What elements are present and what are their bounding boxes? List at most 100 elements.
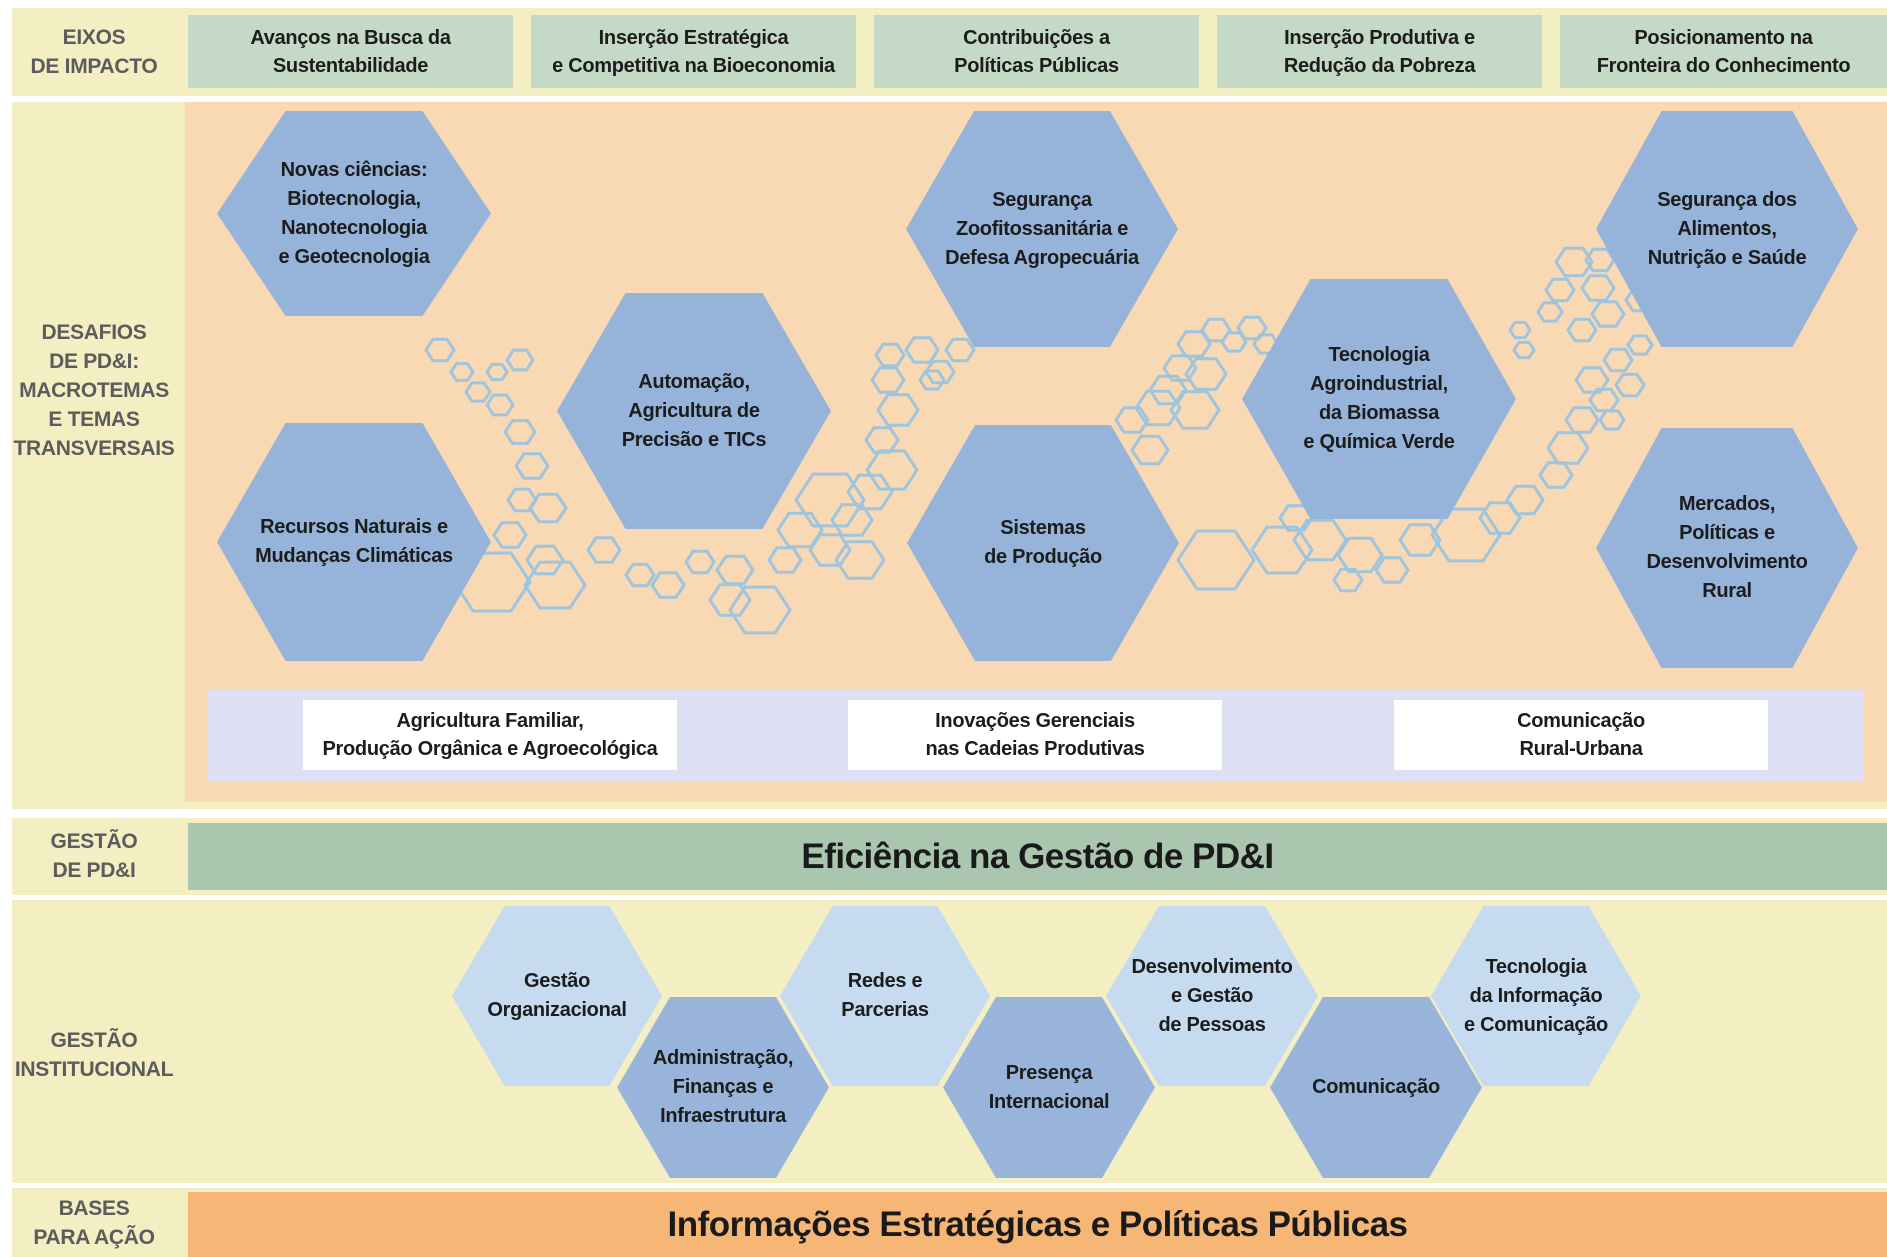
bases-label-line-1: BASES xyxy=(58,1197,130,1220)
bubble-hexagon xyxy=(523,560,587,610)
bubble-hexagon xyxy=(1512,340,1536,360)
impact-axis-sustentabilidade: Avanços na Busca da Sustentabilidade xyxy=(188,15,513,88)
tema-line: Agricultura Familiar, xyxy=(396,710,584,732)
bubble-hexagon xyxy=(876,393,920,427)
bases-label-line-2: PARA AÇÃO xyxy=(33,1226,155,1249)
eixos-label: EIXOS DE IMPACTO xyxy=(12,15,176,88)
macrotema-line: Novas ciências: xyxy=(280,158,428,181)
impact-axis-line: Fronteira do Conhecimento xyxy=(1596,54,1851,77)
bubble-hexagon xyxy=(767,546,803,574)
tecnologia-informacao-hex: Tecnologia da Informação e Comunicação xyxy=(1431,906,1641,1086)
bubble-hexagon xyxy=(528,492,568,524)
gestao-item-line: da Informação xyxy=(1469,984,1603,1007)
bubble-hexagon xyxy=(1169,390,1221,430)
bubble-hexagon xyxy=(1130,434,1170,466)
bubble-hexagon xyxy=(865,449,919,491)
bubble-hexagon xyxy=(505,348,535,372)
bubble-hexagon xyxy=(834,540,886,580)
bubble-hexagon xyxy=(794,472,866,528)
macrotema-line: Tecnologia xyxy=(1328,344,1430,366)
gestao-institucional-label-line-2: INSTITUCIONAL xyxy=(14,1058,174,1081)
bases-band: Informações Estratégicas e Políticas Púb… xyxy=(188,1192,1887,1257)
macrotema-line: Zoofitossanitária e xyxy=(955,217,1129,240)
tema-line: Comunicação xyxy=(1517,710,1645,732)
impact-axis-bioeconomia: Inserção Estratégica e Competitiva na Bi… xyxy=(531,15,856,88)
bases-title: Informações Estratégicas e Políticas Púb… xyxy=(667,1204,1408,1244)
bubble-hexagon xyxy=(1602,347,1634,373)
bubble-hexagon xyxy=(1505,484,1545,516)
bubble-hexagon xyxy=(1250,525,1314,575)
gestao-item-line: Gestão xyxy=(523,970,590,992)
gestao-item-line: Desenvolvimento xyxy=(1131,955,1293,978)
comunicacao-hex: Comunicação xyxy=(1270,997,1482,1178)
macrotema-line: Alimentos, xyxy=(1677,217,1777,240)
gestao-institucional-label: GESTÃO INSTITUCIONAL xyxy=(12,1015,176,1095)
gestao-organizacional-hex: Gestão Organizacional xyxy=(452,906,662,1086)
gestao-item-line: Infraestrutura xyxy=(660,1105,786,1127)
impact-axis-line: Inserção Produtiva e xyxy=(1284,26,1475,49)
impact-axis-fronteira-conhecimento: Posicionamento na Fronteira do Conhecime… xyxy=(1560,15,1887,88)
bubble-hexagon xyxy=(1536,301,1564,323)
impact-axis-line: Sustentabilidade xyxy=(272,54,429,77)
tema-line: Produção Orgânica e Agroecológica xyxy=(322,738,658,760)
gestao-item-line: Finanças e xyxy=(672,1076,774,1098)
impact-axis-line: Posicionamento na xyxy=(1634,26,1813,49)
impact-axis-line: Redução da Pobreza xyxy=(1283,54,1476,77)
bubble-hexagon xyxy=(1574,366,1610,394)
impact-axis-reducao-pobreza: Inserção Produtiva e Redução da Pobreza xyxy=(1217,15,1542,88)
impact-axis-line: e Competitiva na Bioeconomia xyxy=(552,54,835,77)
gestao-item-line: Administração, xyxy=(652,1047,794,1069)
desafios-label-line-2: DE PD&I: xyxy=(49,349,139,373)
macrotema-line: Políticas e xyxy=(1679,522,1775,544)
bubble-hexagon xyxy=(1508,320,1532,340)
macrotema-line: Biotecnologia, xyxy=(287,187,421,210)
tema-comunicacao-rural-urbana: Comunicação Rural-Urbana xyxy=(1394,700,1768,770)
bubble-hexagon xyxy=(1614,372,1646,398)
desafios-label: DESAFIOS DE PD&I: MACROTEMAS E TEMAS TRA… xyxy=(12,290,176,490)
gestao-item-line: de Pessoas xyxy=(1158,1013,1266,1036)
gestao-item-line: Comunicação xyxy=(1312,1076,1440,1098)
tema-agricultura-familiar: Agricultura Familiar, Produção Orgânica … xyxy=(303,700,677,770)
bubble-hexagon xyxy=(1626,334,1654,356)
gestao-institucional-label-line-1: GESTÃO xyxy=(50,1029,138,1052)
bubble-hexagon xyxy=(492,521,528,549)
bubble-hexagon xyxy=(485,393,515,417)
bubble-hexagon xyxy=(1590,300,1626,328)
macrotema-line: Precisão e TICs xyxy=(621,428,767,451)
macrotema-line: Agroindustrial, xyxy=(1310,373,1448,395)
gestao-item-line: Parcerias xyxy=(841,999,929,1021)
macrotema-line: e Química Verde xyxy=(1303,431,1455,453)
bubble-hexagon xyxy=(1544,277,1576,303)
bubble-hexagon xyxy=(1134,389,1182,427)
bubble-hexagon xyxy=(624,562,656,588)
bubble-hexagon xyxy=(1478,501,1522,535)
macrotema-line: e Geotecnologia xyxy=(278,245,430,268)
bubble-hexagon xyxy=(1332,567,1364,593)
macrotema-line: da Biomassa xyxy=(1318,402,1440,424)
tema-line: Inovações Gerenciais xyxy=(935,710,1135,732)
eixos-label-line-2: DE IMPACTO xyxy=(30,54,158,78)
gestao-pdi-band: Eficiência na Gestão de PD&I xyxy=(188,823,1887,890)
bubble-hexagon xyxy=(918,369,946,391)
bubble-hexagon xyxy=(1546,431,1590,465)
bubble-hexagon xyxy=(586,536,622,564)
bubble-hexagon xyxy=(1292,518,1348,562)
bubble-hexagon xyxy=(864,426,900,454)
bubble-hexagon xyxy=(1538,461,1574,489)
bubble-hexagon xyxy=(1430,507,1502,563)
macrotema-line: Nutrição e Saúde xyxy=(1647,246,1807,269)
bubble-hexagon xyxy=(715,554,755,586)
tema-line: Rural-Urbana xyxy=(1519,738,1643,760)
gestao-item-line: Tecnologia xyxy=(1485,955,1587,978)
gestao-pdi-title: Eficiência na Gestão de PD&I xyxy=(801,836,1274,876)
impact-axis-line: Políticas Públicas xyxy=(954,54,1119,77)
bubble-hexagon xyxy=(1554,246,1594,278)
macrotema-line: Defesa Agropecuária xyxy=(945,246,1139,269)
bubble-hexagon xyxy=(1566,317,1598,343)
bubble-hexagon xyxy=(503,419,537,445)
gestao-item-line: Redes e xyxy=(847,970,923,992)
bubble-hexagon xyxy=(870,366,906,394)
gestao-pdi-label: GESTÃO DE PD&I xyxy=(12,820,176,892)
bubble-hexagon xyxy=(1176,529,1256,591)
